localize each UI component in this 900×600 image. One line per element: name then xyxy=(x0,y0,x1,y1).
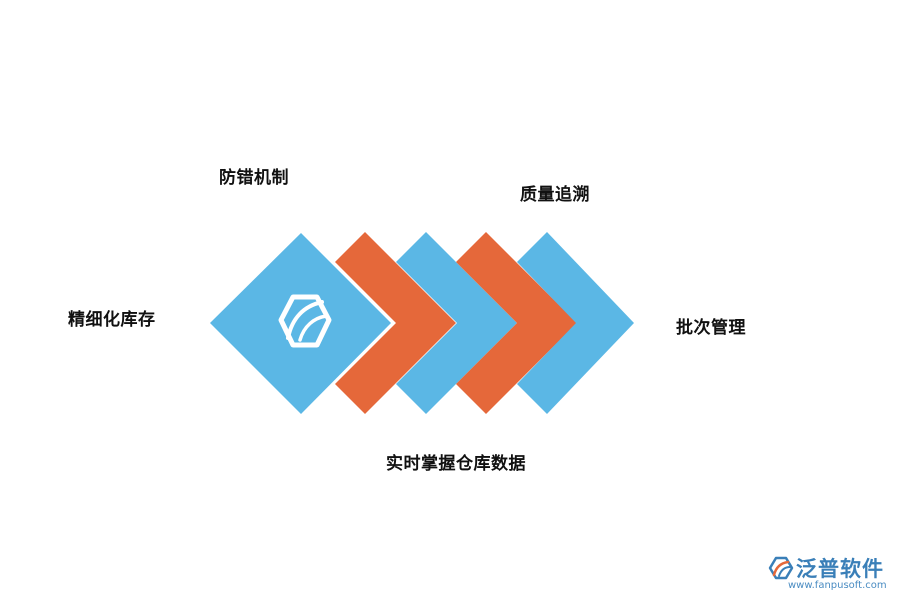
label-realtime-warehouse-data: 实时掌握仓库数据 xyxy=(386,454,526,474)
chevron-orange-2 xyxy=(456,232,577,414)
chevron-orange-1 xyxy=(335,232,456,414)
chevron-blue-1 xyxy=(396,232,517,414)
label-batch-management: 批次管理 xyxy=(676,318,746,338)
watermark-name: 泛普软件 xyxy=(796,557,884,581)
brand-logo-icon xyxy=(278,294,332,348)
watermark-url: www.fanpusoft.com xyxy=(788,580,887,591)
label-quality-tracing: 质量追溯 xyxy=(520,185,590,205)
label-error-prevention: 防错机制 xyxy=(219,168,289,188)
watermark-logo-icon xyxy=(768,556,794,580)
label-refined-inventory: 精细化库存 xyxy=(68,310,156,330)
center-diamond xyxy=(210,233,391,414)
watermark: 泛普软件 www.fanpusoft.com xyxy=(768,553,892,593)
chevron-blue-2 xyxy=(517,232,634,414)
